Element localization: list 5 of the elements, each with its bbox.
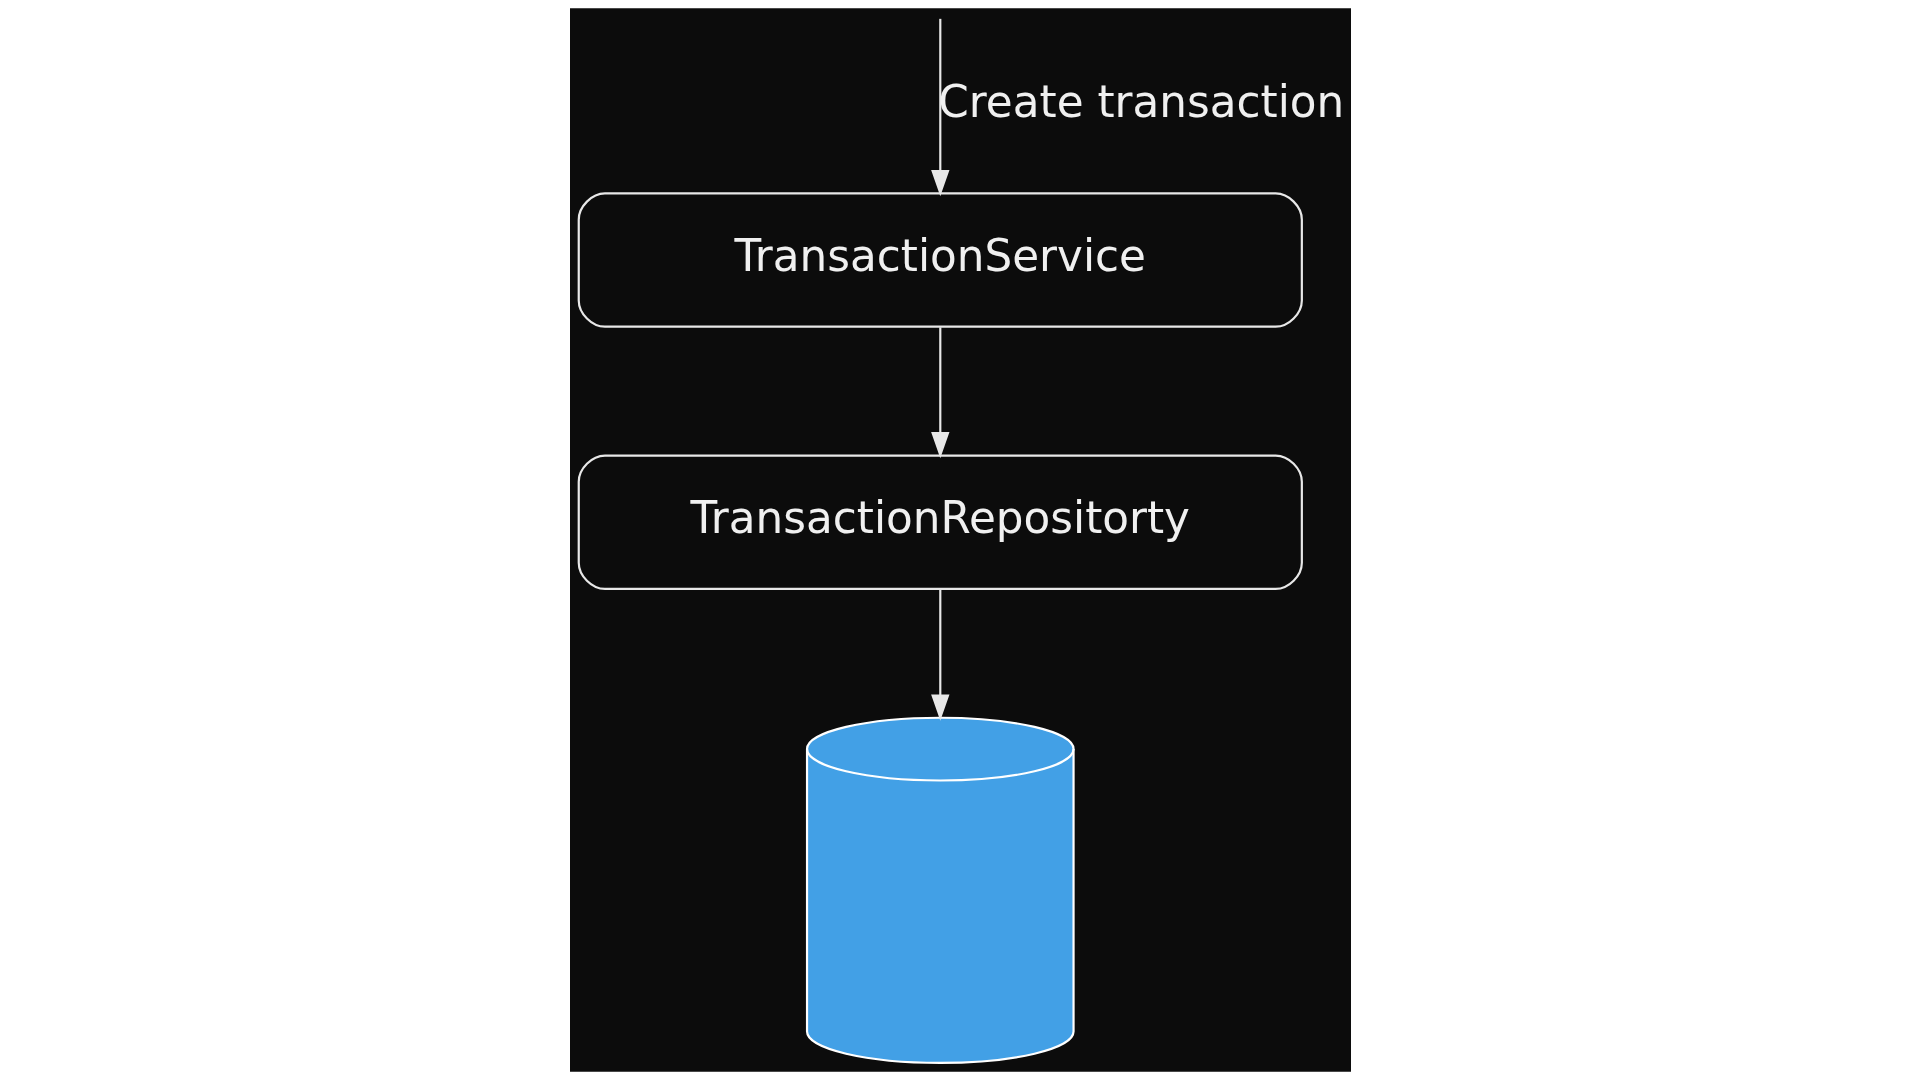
node-box: TransactionRepositorty: [577, 454, 1303, 590]
arrow: [930, 589, 949, 721]
arrow: [930, 327, 949, 459]
node-box: TransactionService: [577, 192, 1303, 328]
arrow: [930, 18, 949, 197]
